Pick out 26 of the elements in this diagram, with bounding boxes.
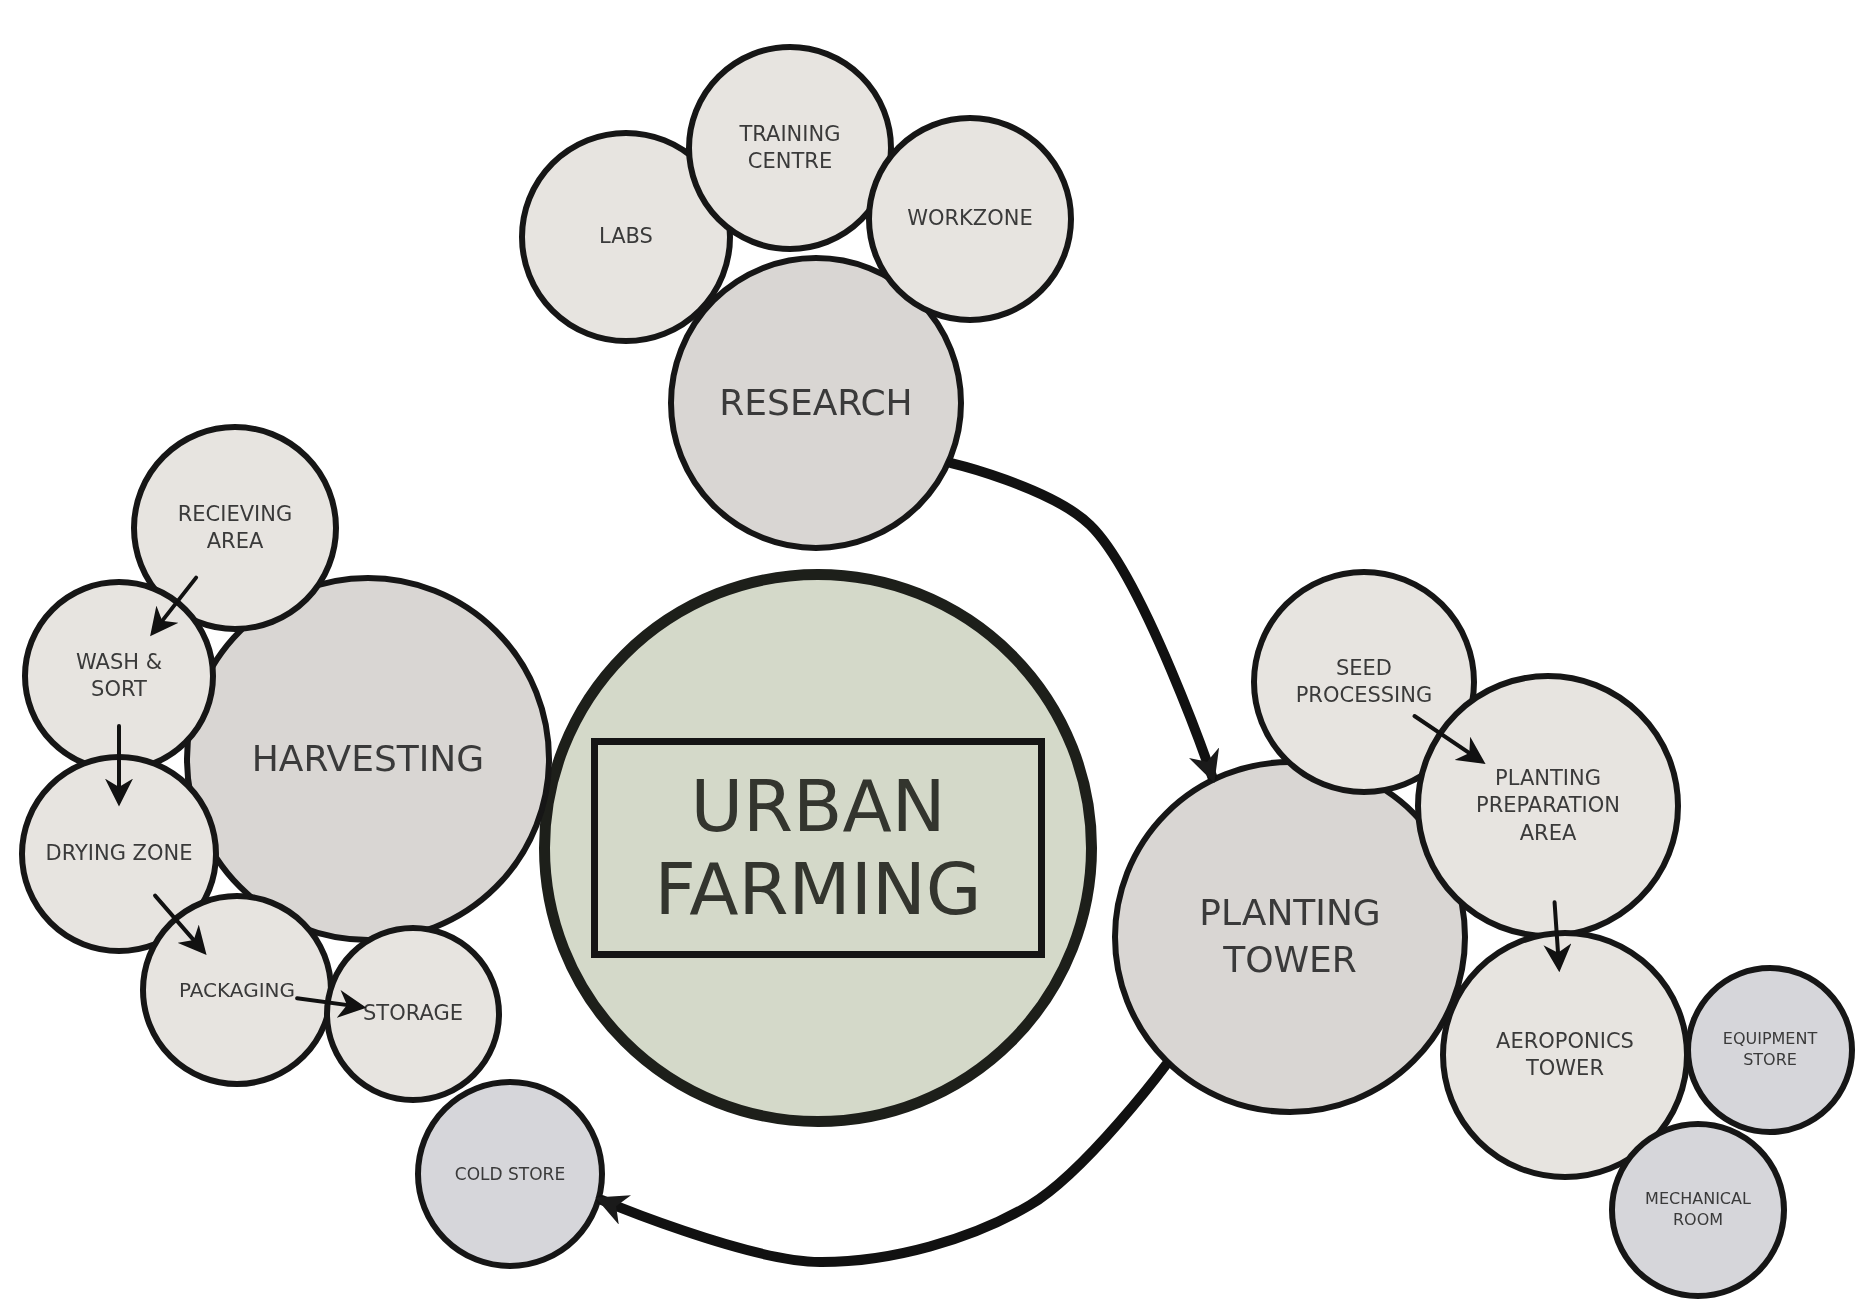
bubble-label: SEED PROCESSING: [1294, 654, 1434, 709]
bubble-label: TRAINING CENTRE: [738, 120, 842, 175]
bubble-label: PACKAGING: [179, 977, 295, 1003]
arrow: [1543, 900, 1572, 973]
bubble-label: WORKZONE: [907, 205, 1033, 233]
arrow: [1412, 714, 1486, 764]
arrow: [295, 990, 367, 1018]
bubble-label: MECHANICAL ROOM: [1644, 1189, 1752, 1231]
framed-title: URBAN FARMING: [591, 738, 1045, 958]
bubble-label: LABS: [599, 223, 653, 251]
arrow: [153, 893, 207, 955]
arrow: [946, 458, 1219, 783]
bubble-label: RECIEVING AREA: [176, 500, 294, 555]
bubble-label: RESEARCH: [719, 380, 913, 425]
arrow: [595, 1059, 1172, 1267]
bubble-label: HARVESTING: [251, 736, 485, 781]
bubble-label: COLD STORE: [454, 1162, 566, 1186]
bubble-label: PLANTING TOWER: [1198, 891, 1382, 982]
bubble-label: WASH & SORT: [74, 648, 164, 703]
bubble-label: EQUIPMENT STORE: [1721, 1029, 1819, 1071]
bubble-label: AEROPONICS TOWER: [1495, 1027, 1635, 1082]
arrow: [105, 724, 133, 807]
arrow: [150, 575, 199, 637]
bubble-label: STORAGE: [363, 1000, 463, 1028]
bubble-label: PLANTING PREPARATION AREA: [1475, 765, 1621, 847]
bubble-label: DRYING ZONE: [45, 840, 193, 868]
